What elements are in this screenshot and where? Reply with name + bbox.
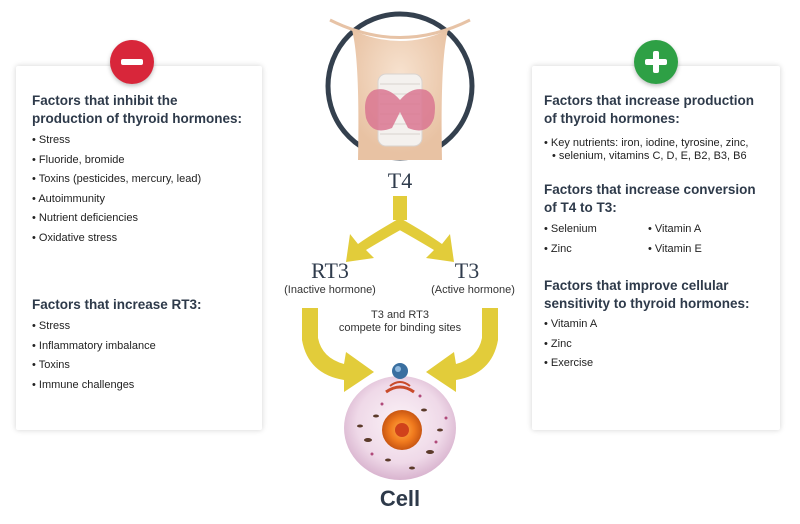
inhibit-heading-line1: Factors that inhibit the [32, 93, 178, 108]
conversion-heading-line2: of T4 to T3: [544, 200, 617, 215]
list-item: Key nutrients: iron, iodine, tyrosine, z… [544, 137, 748, 150]
list-item: Vitamin A [544, 315, 597, 335]
list-item: Vitamin A [648, 220, 701, 240]
increase-factors-panel: Factors that increase production of thyr… [532, 66, 780, 430]
t3-sub-label: (Active hormone) [431, 284, 515, 296]
inhibit-heading: Factors that inhibit the production of t… [32, 92, 242, 128]
list-item: Autoimmunity [32, 190, 201, 210]
t3-label: T3 [454, 258, 480, 283]
list-item: Fluoride, bromide [32, 151, 201, 171]
rt3-sub-label: (Inactive hormone) [284, 284, 376, 296]
list-item: Stress [32, 317, 156, 337]
list-item: Nutrient deficiencies [32, 209, 201, 229]
cell-label: Cell [379, 486, 421, 511]
list-item: Zinc [544, 335, 597, 355]
list-item: Toxins [32, 356, 156, 376]
rt3-heading: Factors that increase RT3: [32, 297, 202, 312]
inhibit-list: Stress Fluoride, bromide Toxins (pestici… [32, 131, 201, 248]
inhibit-factors-panel: Factors that inhibit the production of t… [16, 66, 262, 430]
compete-line2: compete for binding sites [338, 322, 462, 334]
cell-illustration [344, 363, 456, 480]
list-item: Selenium [544, 220, 597, 240]
rt3-label: RT3 [311, 258, 349, 283]
list-item: Immune challenges [32, 376, 156, 396]
list-item: Vitamin E [648, 240, 702, 260]
sensitivity-heading-line2: sensitivity to thyroid hormones: [544, 296, 750, 311]
production-heading-line1: Factors that increase production [544, 93, 755, 108]
plus-bar-vertical [653, 51, 659, 73]
compete-line1: T3 and RT3 [371, 309, 429, 321]
list-item: Exercise [544, 354, 597, 374]
nutrients-line2: selenium, vitamins C, D, E, B2, B3, B6 [558, 150, 747, 162]
minus-bar [121, 59, 143, 65]
production-heading: Factors that increase production of thyr… [544, 92, 754, 128]
nutrients-list: Key nutrients: iron, iodine, tyrosine, z… [544, 137, 748, 163]
flow-arrows [302, 196, 498, 392]
minus-icon [110, 40, 154, 84]
list-item: Oxidative stress [32, 229, 201, 249]
conversion-heading: Factors that increase conversion of T4 t… [544, 181, 756, 217]
production-heading-line2: of thyroid hormones: [544, 111, 680, 126]
rt3-list: Stress Inflammatory imbalance Toxins Imm… [32, 317, 156, 395]
compete-label: T3 and RT3 compete for binding sites [318, 309, 482, 335]
list-item: Stress [32, 131, 201, 151]
sensitivity-heading-line1: Factors that improve cellular [544, 278, 729, 293]
plus-icon [634, 40, 678, 84]
t4-label: T4 [387, 168, 413, 193]
list-item: Inflammatory imbalance [32, 337, 156, 357]
sensitivity-heading: Factors that improve cellular sensitivit… [544, 277, 750, 313]
inhibit-heading-line2: production of thyroid hormones: [32, 111, 242, 126]
thyroid-illustration [325, 11, 475, 161]
sensitivity-list: Vitamin A Zinc Exercise [544, 315, 597, 374]
list-item: Toxins (pesticides, mercury, lead) [32, 170, 201, 190]
conversion-heading-line1: Factors that increase conversion [544, 182, 756, 197]
list-item: Zinc [544, 240, 572, 260]
list-item-continuation: selenium, vitamins C, D, E, B2, B3, B6 [544, 150, 748, 163]
